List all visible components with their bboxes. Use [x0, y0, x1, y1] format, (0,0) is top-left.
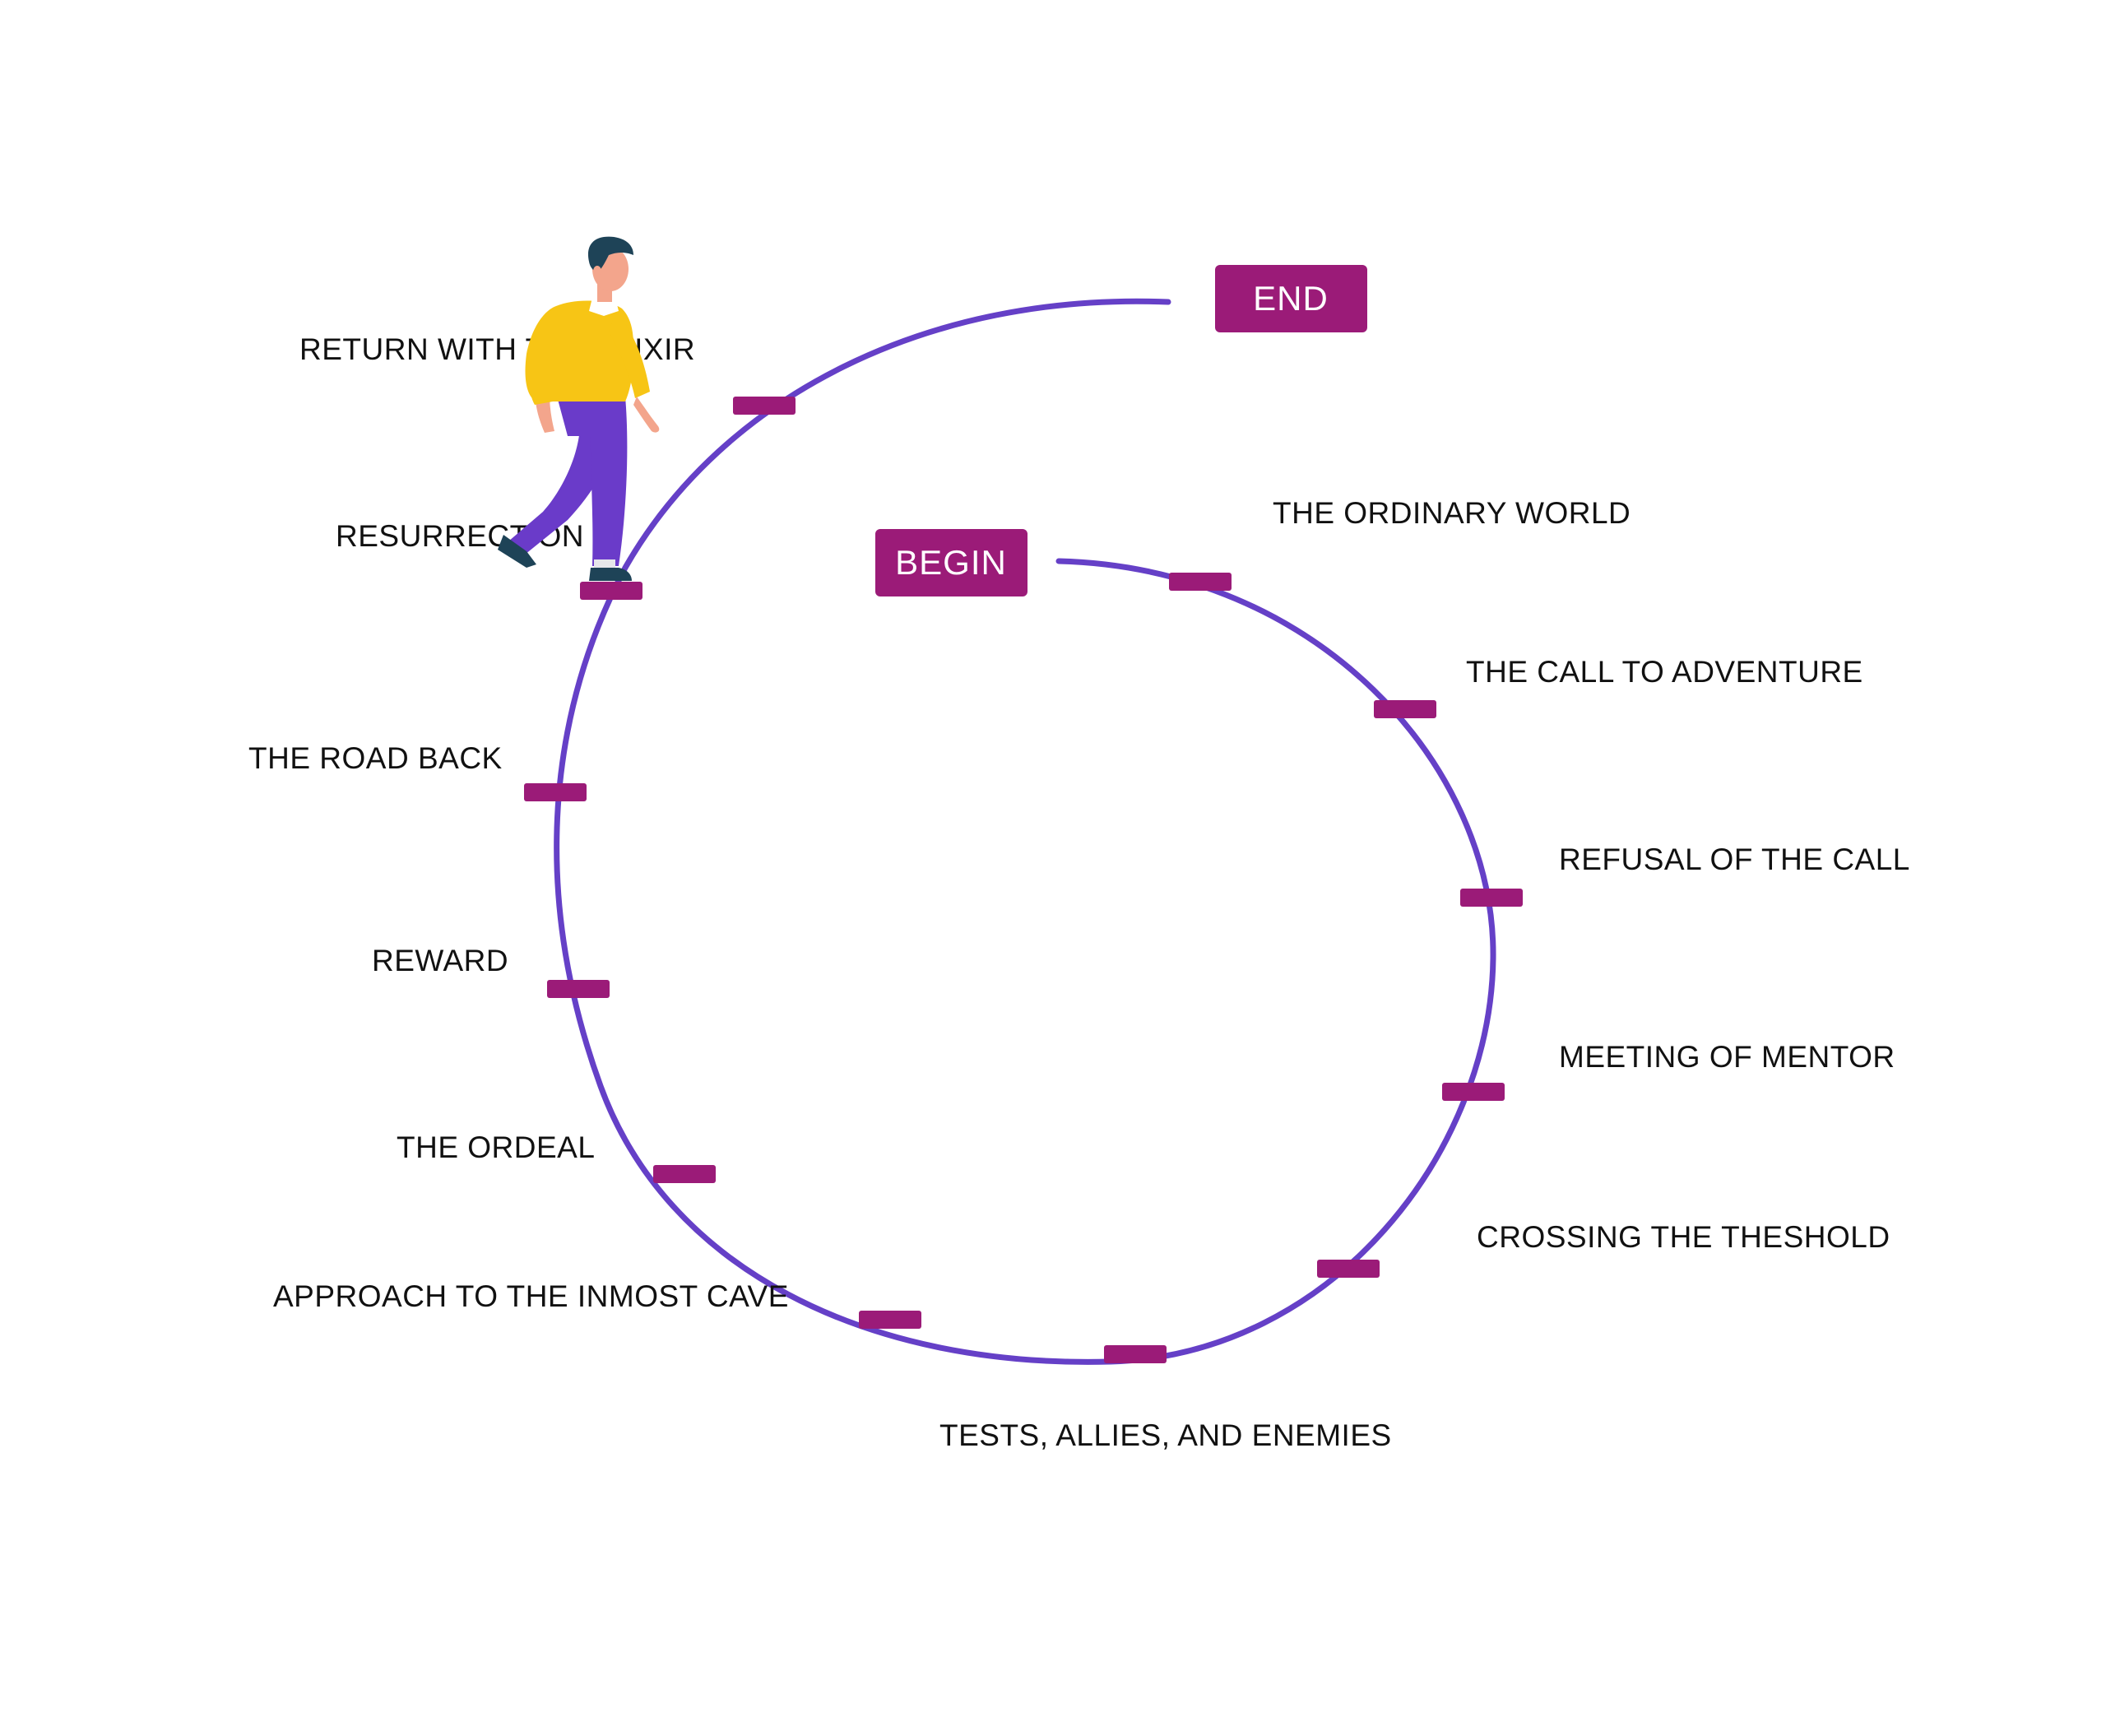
label-approach-inmost-cave: APPROACH TO THE INMOST CAVE: [273, 1279, 789, 1313]
marker-road-back: [524, 783, 587, 801]
label-meeting-of-mentor: MEETING OF MENTOR: [1559, 1040, 1895, 1074]
marker-reward: [547, 980, 610, 998]
journey-path: [554, 298, 1496, 1365]
walking-person-icon: [498, 236, 660, 581]
label-ordinary-world: THE ORDINARY WORLD: [1273, 496, 1631, 530]
marker-tests-allies-enemies: [1104, 1345, 1167, 1363]
marker-refusal-of-the-call: [1460, 889, 1523, 907]
end-badge: END: [1215, 265, 1367, 332]
label-refusal-of-the-call: REFUSAL OF THE CALL: [1559, 842, 1910, 876]
marker-approach-inmost-cave: [859, 1311, 921, 1329]
label-tests-allies-enemies: TESTS, ALLIES, AND ENEMIES: [939, 1418, 1392, 1452]
marker-ordinary-world: [1169, 573, 1232, 591]
stage-markers: [524, 397, 1523, 1363]
begin-label: BEGIN: [895, 543, 1007, 582]
marker-meeting-of-mentor: [1442, 1083, 1505, 1101]
label-reward: REWARD: [372, 944, 508, 977]
stage-labels: THE ORDINARY WORLD THE CALL TO ADVENTURE…: [248, 332, 1910, 1452]
label-call-to-adventure: THE CALL TO ADVENTURE: [1466, 655, 1863, 689]
marker-crossing-the-threshold: [1317, 1260, 1380, 1278]
marker-call-to-adventure: [1374, 700, 1436, 718]
marker-resurrection: [580, 582, 642, 600]
label-road-back: THE ROAD BACK: [248, 741, 503, 775]
marker-the-ordeal: [653, 1165, 716, 1183]
label-the-ordeal: THE ORDEAL: [397, 1130, 595, 1164]
marker-return-with-elixir: [733, 397, 796, 415]
label-crossing-the-threshold: CROSSING THE THESHOLD: [1477, 1220, 1890, 1254]
begin-badge: BEGIN: [875, 529, 1027, 596]
end-label: END: [1253, 279, 1329, 318]
